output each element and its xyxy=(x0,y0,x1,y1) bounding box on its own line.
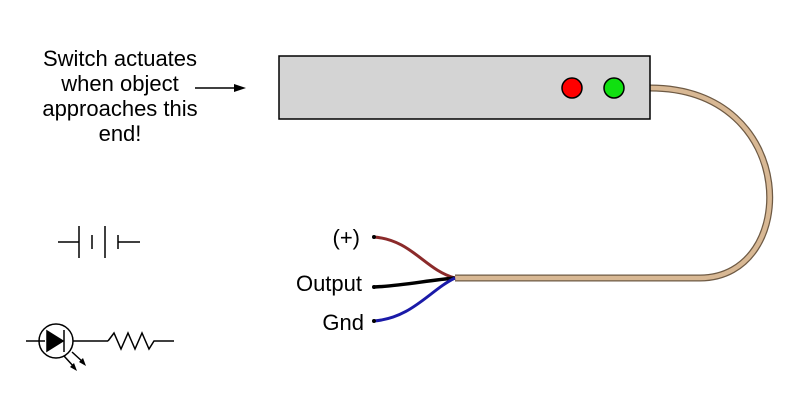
annotation-line-3: approaches this xyxy=(42,96,198,121)
ground-wire-end xyxy=(372,319,376,323)
battery-symbol xyxy=(58,226,140,258)
sensor-cable-fill xyxy=(455,85,772,281)
positive-wire-label: (+) xyxy=(332,225,361,250)
annotation-line-2: when object xyxy=(61,71,179,96)
annotation-line-1: Switch actuates xyxy=(42,46,198,71)
ground-wire-label: Gnd xyxy=(322,310,364,335)
ground-wire xyxy=(373,276,456,323)
led-symbol xyxy=(26,323,108,371)
proximity-sensor-body xyxy=(278,55,651,120)
output-wire xyxy=(373,276,456,289)
green-indicator-light xyxy=(603,77,625,99)
output-wire-label: Output xyxy=(295,271,362,296)
red-indicator-light xyxy=(561,77,583,99)
positive-wire-end xyxy=(372,235,376,239)
annotation-line-4: end! xyxy=(98,121,142,146)
annotation-text: Switch actuates when object approaches t… xyxy=(8,46,232,146)
positive-wire xyxy=(373,235,456,280)
output-wire-end xyxy=(372,285,376,289)
resistor-symbol xyxy=(107,331,174,351)
pointer-arrow xyxy=(195,84,246,92)
